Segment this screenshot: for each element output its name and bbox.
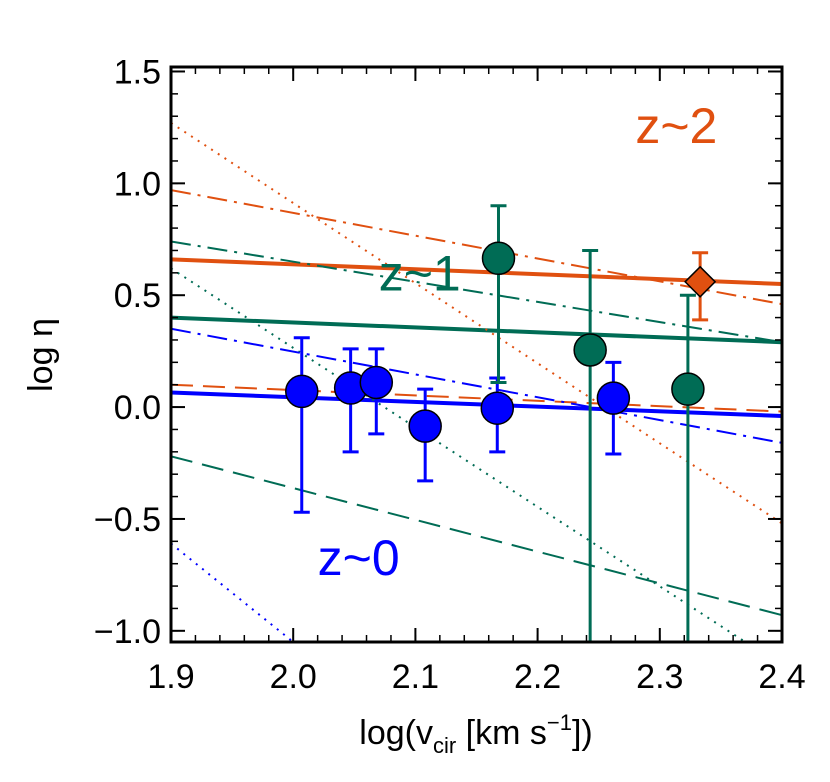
y-tick-label: 1.5: [114, 53, 161, 91]
series-label-z2: z~2: [635, 98, 717, 154]
y-tick-label: 0.5: [114, 277, 161, 315]
model-line-z1-dotted: [171, 267, 746, 642]
model-line-z2-dashed: [171, 383, 782, 413]
error-bar-z1: [679, 293, 696, 642]
x-tick-label: 2.4: [758, 658, 805, 696]
data-point-z0: [480, 391, 515, 425]
x-tick-label: 1.9: [147, 658, 194, 696]
model-line-z0-dotted: [171, 542, 294, 642]
y-tick-label: −0.5: [94, 501, 161, 539]
y-tick-label: −1.0: [94, 613, 161, 651]
data-points: [285, 204, 717, 642]
data-point-z0: [408, 409, 442, 443]
y-tick-label: 1.0: [114, 165, 161, 203]
model-line-z2-solid: [171, 257, 782, 287]
data-point-z1: [671, 372, 705, 406]
y-axis-label: log η: [22, 318, 60, 392]
data-point-z0: [285, 374, 319, 409]
error-bar-z1: [582, 248, 599, 642]
series-label-z0: z~0: [318, 530, 400, 586]
model-line-z1-dashed: [171, 455, 782, 617]
x-tick-label: 2.1: [392, 658, 439, 696]
model-line-z1-dashdot: [171, 240, 782, 344]
error-bar-z0: [293, 336, 310, 514]
data-point-z2: [684, 265, 717, 298]
x-tick-label: 2.3: [636, 658, 683, 696]
data-point-z1: [481, 241, 516, 276]
axis-ticks: 1.9 2.0 2.1 2.2 2.3 2.4 1.5 1.0 0.5 0.0 −0.5 −1.0: [94, 53, 806, 696]
data-point-z0: [596, 381, 631, 415]
model-line-z2-dashdot: [171, 189, 782, 306]
plot-frame: [169, 65, 784, 644]
y-tick-label: 0.0: [114, 389, 161, 427]
series-label-z1: z~1: [379, 246, 461, 302]
model-line-z2-dotted: [171, 122, 782, 525]
x-tick-label: 2.2: [514, 658, 561, 696]
series-labels: z~2 z~1 z~0: [318, 98, 718, 586]
model-lines: [171, 122, 782, 642]
model-line-z1-solid: [171, 315, 782, 345]
model-line-z0-dashdot: [171, 327, 782, 444]
error-bar-z1: [490, 204, 507, 384]
data-point-z1: [573, 333, 607, 367]
x-tick-label: 2.0: [270, 658, 317, 696]
model-line-z0-solid: [171, 390, 782, 419]
x-axis-label: log(vcir [km s−1]): [359, 710, 592, 758]
data-point-z0: [359, 365, 394, 400]
